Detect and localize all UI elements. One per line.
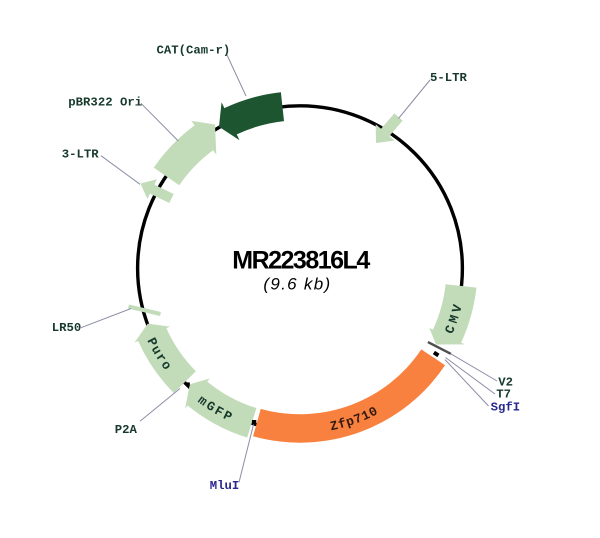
svg-text:MR223816L4: MR223816L4 bbox=[232, 247, 370, 275]
svg-text:MluI: MluI bbox=[210, 479, 240, 493]
svg-text:LR50: LR50 bbox=[52, 321, 82, 335]
svg-text:P2A: P2A bbox=[115, 423, 138, 437]
svg-text:T7: T7 bbox=[496, 388, 511, 402]
svg-text:(9.6 kb): (9.6 kb) bbox=[263, 275, 331, 294]
svg-text:V2: V2 bbox=[498, 375, 513, 389]
svg-text:5-LTR: 5-LTR bbox=[430, 71, 468, 85]
svg-text:CAT(Cam-r): CAT(Cam-r) bbox=[157, 44, 231, 58]
svg-text:SgfI: SgfI bbox=[491, 401, 521, 415]
svg-text:3-LTR: 3-LTR bbox=[62, 148, 100, 162]
svg-text:pBR322 Ori: pBR322 Ori bbox=[68, 96, 142, 110]
